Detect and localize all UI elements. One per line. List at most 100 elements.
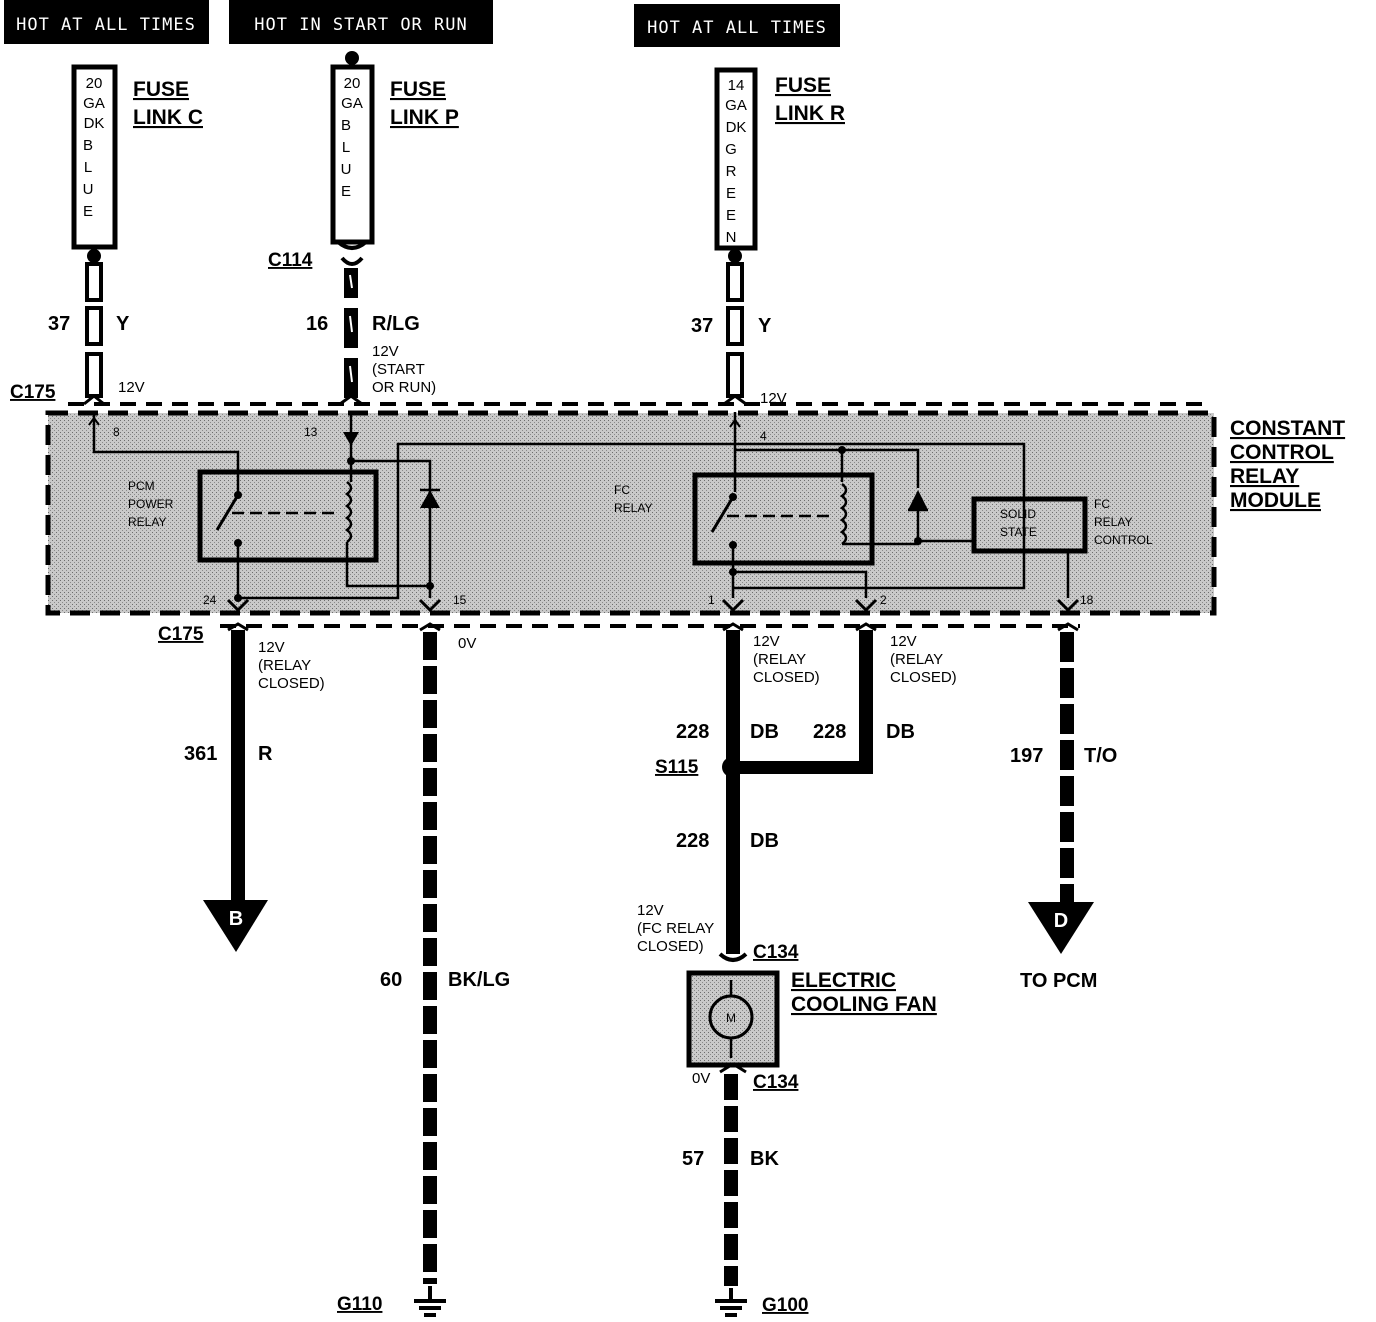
solid-state-label: STATE xyxy=(1000,525,1037,539)
circuit-197: 197 xyxy=(1010,745,1043,767)
connector-c175-bottom: C175 xyxy=(158,624,204,645)
wire-37-left: 37 Y xyxy=(48,262,130,398)
voltage-pin2: 12V xyxy=(890,633,917,650)
fuse-r-title: LINK R xyxy=(775,102,845,125)
wire-361: 12V (RELAY CLOSED) 361 R B xyxy=(184,622,325,952)
pcm-power-relay-label: PCM xyxy=(128,479,155,493)
fuse-r-letter: GA xyxy=(725,97,747,114)
connector-c134-bottom: C134 xyxy=(753,1072,799,1093)
connector-c175-bottom-line: C175 xyxy=(158,598,1080,645)
ground-g100: G100 xyxy=(762,1295,808,1316)
header-hot-at-all-times-right: HOT AT ALL TIMES xyxy=(634,4,840,47)
wire-228: 12V (RELAY CLOSED) 12V (RELAY CLOSED) 22… xyxy=(637,622,957,963)
fuse-c-letter: GA xyxy=(83,95,105,112)
header-label-right: HOT AT ALL TIMES xyxy=(647,18,827,38)
voltage-pin24: CLOSED) xyxy=(258,675,325,692)
fuse-p-letter: B xyxy=(341,117,351,134)
header-hot-at-all-times-left: HOT AT ALL TIMES xyxy=(4,0,209,44)
circuit-228: 228 xyxy=(676,721,709,743)
fuse-p-letter: GA xyxy=(341,95,363,112)
wire-57: 0V C134 57 BK G100 xyxy=(682,1062,808,1317)
header-label-left: HOT AT ALL TIMES xyxy=(16,15,196,35)
color-db: DB xyxy=(750,830,779,852)
fan-label: COOLING FAN xyxy=(791,993,937,1016)
pin-13: 13 xyxy=(304,425,318,439)
fuse-p-letter: E xyxy=(341,183,351,200)
voltage-fan-bottom: 0V xyxy=(692,1070,710,1087)
fuse-link-c: 20 GA DK B L U E FUSE LINK C xyxy=(71,64,203,263)
pin-15: 15 xyxy=(453,593,467,607)
header-label-middle: HOT IN START OR RUN xyxy=(254,15,467,35)
fuse-p-letter: 20 xyxy=(344,75,361,92)
color-db: DB xyxy=(750,721,779,743)
fuse-c-letter: B xyxy=(83,137,93,154)
wire-16: 16 R/LG C114 xyxy=(268,250,420,398)
fuse-c-letter: U xyxy=(83,181,94,198)
color-r: R xyxy=(258,743,273,765)
fuse-p-title: LINK P xyxy=(390,106,459,129)
voltage-top-right: 12V xyxy=(760,390,787,407)
voltage-top-mid: 12V xyxy=(372,343,399,360)
color-r-lg: R/LG xyxy=(372,313,420,335)
fuse-p-title: FUSE xyxy=(390,78,446,101)
header-hot-in-start-or-run: HOT IN START OR RUN xyxy=(229,0,493,44)
pin-1: 1 xyxy=(708,593,715,607)
to-pcm-label: TO PCM xyxy=(1020,970,1097,992)
pcm-power-relay-label: RELAY xyxy=(128,515,166,529)
pcm-power-relay-label: POWER xyxy=(128,497,174,511)
fuse-r-title: FUSE xyxy=(775,74,831,97)
circuit-37-right: 37 xyxy=(691,315,713,337)
ground-g110: G110 xyxy=(337,1294,382,1315)
fc-relay-control-label: CONTROL xyxy=(1094,533,1153,547)
voltage-fan-top: 12V xyxy=(637,902,664,919)
module-title: CONTROL xyxy=(1230,441,1334,464)
wire-197: 197 T/O D TO PCM xyxy=(1010,622,1117,992)
fan-label: ELECTRIC xyxy=(791,969,896,992)
module-title: RELAY xyxy=(1230,465,1299,488)
voltage-pin2: (RELAY xyxy=(890,651,943,668)
fuse-r-letter: 14 xyxy=(728,77,745,94)
fuse-link-p: 20 GA B L U E FUSE LINK P xyxy=(330,51,459,250)
electric-cooling-fan: M ELECTRIC COOLING FAN xyxy=(686,969,937,1068)
connector-c175-top-line: C175 12V 12V (START OR RUN) 12V xyxy=(10,343,1210,407)
voltage-pin2: CLOSED) xyxy=(890,669,957,686)
fuse-c-letter: 20 xyxy=(86,75,103,92)
circuit-57: 57 xyxy=(682,1148,704,1170)
voltage-top-mid: OR RUN) xyxy=(372,379,436,396)
color-y-right: Y xyxy=(758,315,772,337)
fuse-c-letter: DK xyxy=(84,115,105,132)
fuse-c-letter: L xyxy=(84,159,92,176)
connector-c114: C114 xyxy=(268,250,313,271)
color-db: DB xyxy=(886,721,915,743)
voltage-pin24: 12V xyxy=(258,639,285,656)
destination-d: D xyxy=(1054,910,1068,932)
fuse-r-letter: N xyxy=(726,229,737,246)
circuit-16: 16 xyxy=(306,313,328,335)
fuse-c-title: FUSE xyxy=(133,78,189,101)
circuit-361: 361 xyxy=(184,743,217,765)
constant-control-relay-module: CONSTANT CONTROL RELAY MODULE 8 13 4 24 … xyxy=(45,410,1345,616)
connector-c175-top: C175 xyxy=(10,382,56,403)
fuse-r-letter: R xyxy=(726,163,737,180)
pin-24: 24 xyxy=(203,593,217,607)
fuse-p-letter: U xyxy=(341,161,352,178)
color-bk: BK xyxy=(750,1148,779,1170)
circuit-228: 228 xyxy=(676,830,709,852)
pin-2: 2 xyxy=(880,593,887,607)
splice-s115: S115 xyxy=(655,757,699,778)
color-y-left: Y xyxy=(116,313,130,335)
wire-60: 0V 60 BK/LG G110 xyxy=(337,622,510,1317)
pin-8: 8 xyxy=(113,425,120,439)
fc-relay-control-label: RELAY xyxy=(1094,515,1132,529)
voltage-fan-top: (FC RELAY xyxy=(637,920,714,937)
voltage-pin24: (RELAY xyxy=(258,657,311,674)
voltage-top-mid: (START xyxy=(372,361,425,378)
destination-b: B xyxy=(229,908,243,930)
fuse-c-letter: E xyxy=(83,203,93,220)
pin-18: 18 xyxy=(1080,593,1094,607)
voltage-pin15: 0V xyxy=(458,635,476,652)
voltage-pin1: (RELAY xyxy=(753,651,806,668)
module-title: MODULE xyxy=(1230,489,1321,512)
wire-37-right: 37 Y xyxy=(691,262,772,398)
